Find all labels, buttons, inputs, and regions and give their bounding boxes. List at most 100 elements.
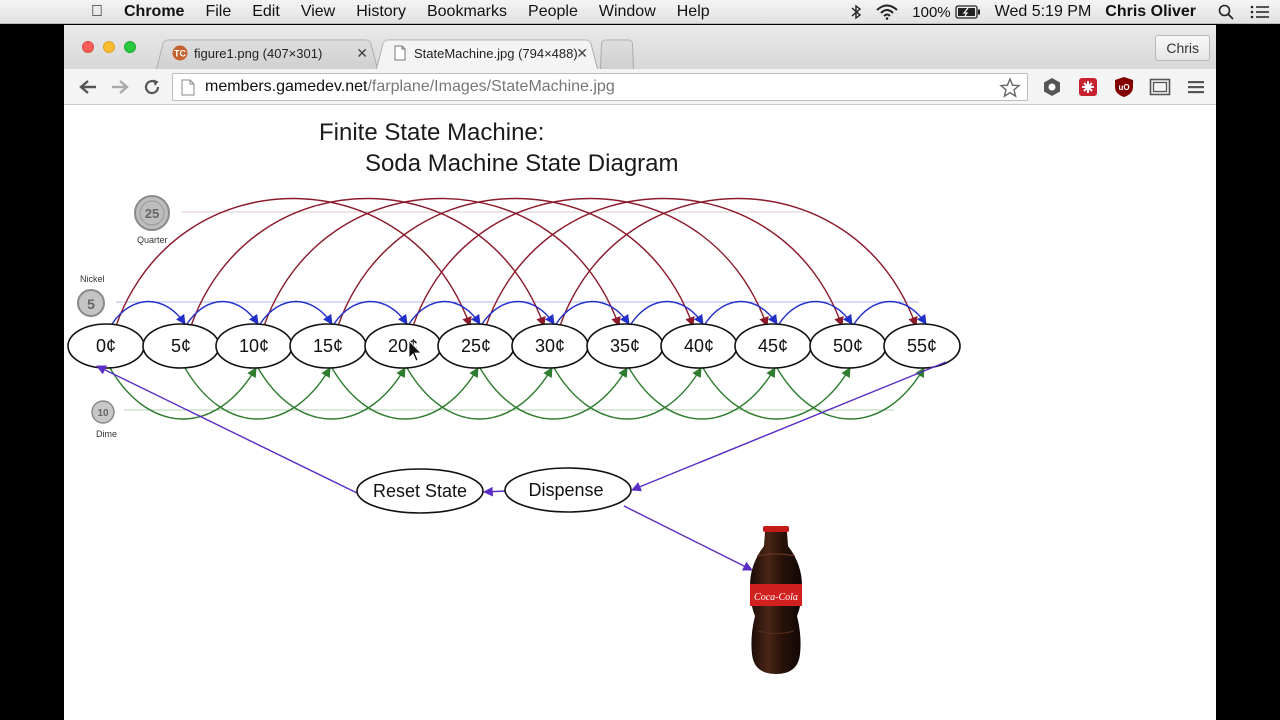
tab-strip: TC figure1.png (407×301) ✕ StateMachine.… (64, 25, 1216, 69)
bluetooth-icon[interactable] (850, 4, 862, 20)
dime-transition-arc (702, 367, 851, 420)
dime-transition-arc (109, 367, 257, 420)
state-node: 30¢ (511, 323, 589, 369)
menu-history[interactable]: History (356, 2, 406, 20)
battery-icon[interactable] (955, 5, 981, 19)
tab-close-icon[interactable]: ✕ (576, 45, 588, 61)
state-node: 45¢ (734, 323, 812, 369)
state-label: 0¢ (96, 336, 116, 356)
menu-people[interactable]: People (528, 2, 578, 20)
wifi-icon[interactable] (876, 4, 898, 20)
menu-help[interactable]: Help (676, 2, 710, 20)
window-close-button[interactable] (82, 41, 94, 53)
state-label: 40¢ (684, 336, 714, 356)
page-icon (392, 45, 408, 61)
browser-window: TC figure1.png (407×301) ✕ StateMachine.… (64, 25, 1216, 720)
menu-icon[interactable] (1184, 75, 1208, 99)
state-node: 40¢ (660, 323, 738, 369)
menu-view[interactable]: View (300, 2, 336, 20)
mouse-cursor (408, 340, 422, 362)
new-tab-button[interactable] (600, 37, 634, 69)
cast-icon[interactable] (1148, 75, 1172, 99)
dime-transition-arc (776, 367, 925, 420)
state-node: 35¢ (586, 323, 664, 369)
nickel-coin-value: 5 (87, 296, 95, 312)
tab-title: figure1.png (407×301) (194, 45, 323, 61)
tab-title: StateMachine.jpg (794×488) (414, 45, 578, 61)
list-icon[interactable] (1250, 5, 1270, 19)
nickel-coin-icon: 5 (77, 289, 105, 317)
dime-coin-value: 10 (97, 408, 109, 419)
state-label: 35¢ (610, 336, 640, 356)
reload-icon[interactable] (140, 75, 164, 99)
tab-statemachine[interactable]: StateMachine.jpg (794×488) ✕ (376, 37, 598, 69)
svg-text:TC: TC (174, 49, 186, 59)
state-node: 0¢ (67, 323, 145, 369)
profile-button[interactable]: Chris (1155, 35, 1210, 61)
state-node: 55¢ (883, 323, 961, 369)
window-minimize-button[interactable] (103, 41, 115, 53)
menu-bookmarks[interactable]: Bookmarks (426, 2, 508, 20)
nickel-transition-arc (333, 300, 408, 325)
diagram-title: Finite State Machine: (319, 119, 544, 146)
reset-state-label: Reset State (373, 481, 467, 501)
apple-icon[interactable]:  (86, 3, 108, 21)
state-label: 30¢ (535, 336, 565, 356)
menu-window[interactable]: Window (598, 2, 656, 20)
tab-figure1[interactable]: TC figure1.png (407×301) ✕ (156, 37, 378, 69)
state-nodes: 0¢5¢10¢15¢20¢25¢30¢35¢40¢45¢50¢55¢ (67, 323, 961, 369)
dime-coin-icon: 10 (91, 400, 115, 424)
state-node: 50¢ (809, 323, 887, 369)
quarter-transition-arc (559, 198, 918, 327)
nickel-transition-arc (704, 300, 778, 325)
nickel-transition-arc (408, 300, 481, 325)
menu-edit[interactable]: Edit (252, 2, 280, 20)
dime-transition-arc (331, 367, 479, 420)
menu-file[interactable]: File (205, 2, 232, 20)
hexagon-extension-icon[interactable] (1040, 75, 1064, 99)
quarter-label: Quarter (137, 235, 168, 245)
forward-icon[interactable] (108, 75, 132, 99)
page-icon (181, 79, 195, 96)
back-icon[interactable] (76, 75, 100, 99)
quarter-transition-arc (412, 198, 769, 327)
clock[interactable]: Wed 5:19 PM (994, 3, 1092, 20)
red-puzzle-extension-icon[interactable] (1076, 75, 1100, 99)
tab-close-icon[interactable]: ✕ (356, 45, 368, 61)
user-name[interactable]: Chris Oliver (1105, 3, 1196, 20)
search-icon[interactable] (1218, 4, 1234, 20)
ublock-icon[interactable]: uO (1112, 75, 1136, 99)
diagram-subtitle: Soda Machine State Diagram (365, 150, 679, 177)
address-bar[interactable]: members.gamedev.net/farplane/Images/Stat… (172, 73, 1028, 101)
image-viewport: Finite State Machine: Soda Machine State… (64, 106, 1216, 720)
menu-app-chrome[interactable]: Chrome (124, 2, 185, 20)
nickel-transition-arc (853, 300, 927, 325)
nickel-transition-arc (555, 300, 630, 325)
url-path: /farplane/Images/StateMachine.jpg (367, 78, 615, 95)
dime-transition-arc (553, 367, 702, 420)
dime-transition-arc (184, 367, 331, 420)
state-node: 15¢ (289, 323, 367, 369)
nickel-transition-arc (186, 300, 259, 325)
tc-favicon: TC (172, 45, 188, 61)
transition-arcs (109, 198, 927, 420)
quarter-coin-icon: 25 (134, 195, 170, 231)
state-label: 50¢ (833, 336, 863, 356)
bookmark-star-icon[interactable] (999, 77, 1021, 104)
window-zoom-button[interactable] (124, 41, 136, 53)
url-host: members.gamedev.net (205, 78, 368, 95)
menu-bar:  Chrome File Edit View History Bookmark… (0, 0, 1280, 24)
coca-cola-bottle-image: Coca-Cola (750, 526, 802, 674)
dime-transition-arc (479, 367, 628, 420)
dime-label: Dime (96, 429, 117, 439)
dispense-node: Dispense (504, 467, 632, 513)
dime-transition-arc (628, 367, 776, 420)
state-node: 25¢ (437, 323, 515, 369)
quarter-transition-arc (263, 198, 621, 327)
quarter-transition-arc (190, 198, 546, 327)
svg-text:uO: uO (1118, 83, 1129, 92)
nickel-label: Nickel (80, 274, 105, 284)
dispense-label: Dispense (528, 480, 603, 500)
state-label: 25¢ (461, 336, 491, 356)
toolbar: members.gamedev.net/farplane/Images/Stat… (64, 69, 1216, 105)
